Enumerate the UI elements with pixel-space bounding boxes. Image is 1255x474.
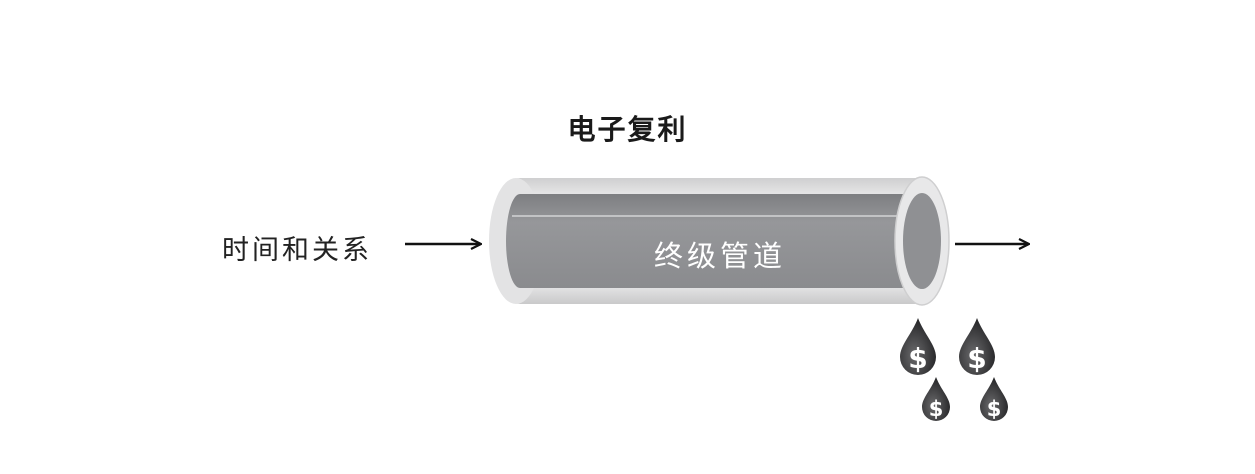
diagram-title: 电子复利 (567, 113, 688, 146)
dollar-drop-icon: $ (922, 377, 950, 421)
dollar-drop-icon: $ (959, 318, 995, 375)
svg-text:$: $ (929, 397, 944, 421)
dollar-drop-icon: $ (980, 377, 1008, 421)
dollar-drop-icon: $ (900, 318, 936, 375)
money-drops: $ $ $ $ (900, 318, 1008, 421)
pipe (489, 176, 950, 306)
svg-text:$: $ (908, 342, 927, 375)
input-label: 时间和关系 (222, 235, 372, 266)
pipe-label: 终级管道 (653, 239, 786, 273)
svg-text:$: $ (987, 397, 1002, 421)
svg-text:$: $ (967, 342, 986, 375)
